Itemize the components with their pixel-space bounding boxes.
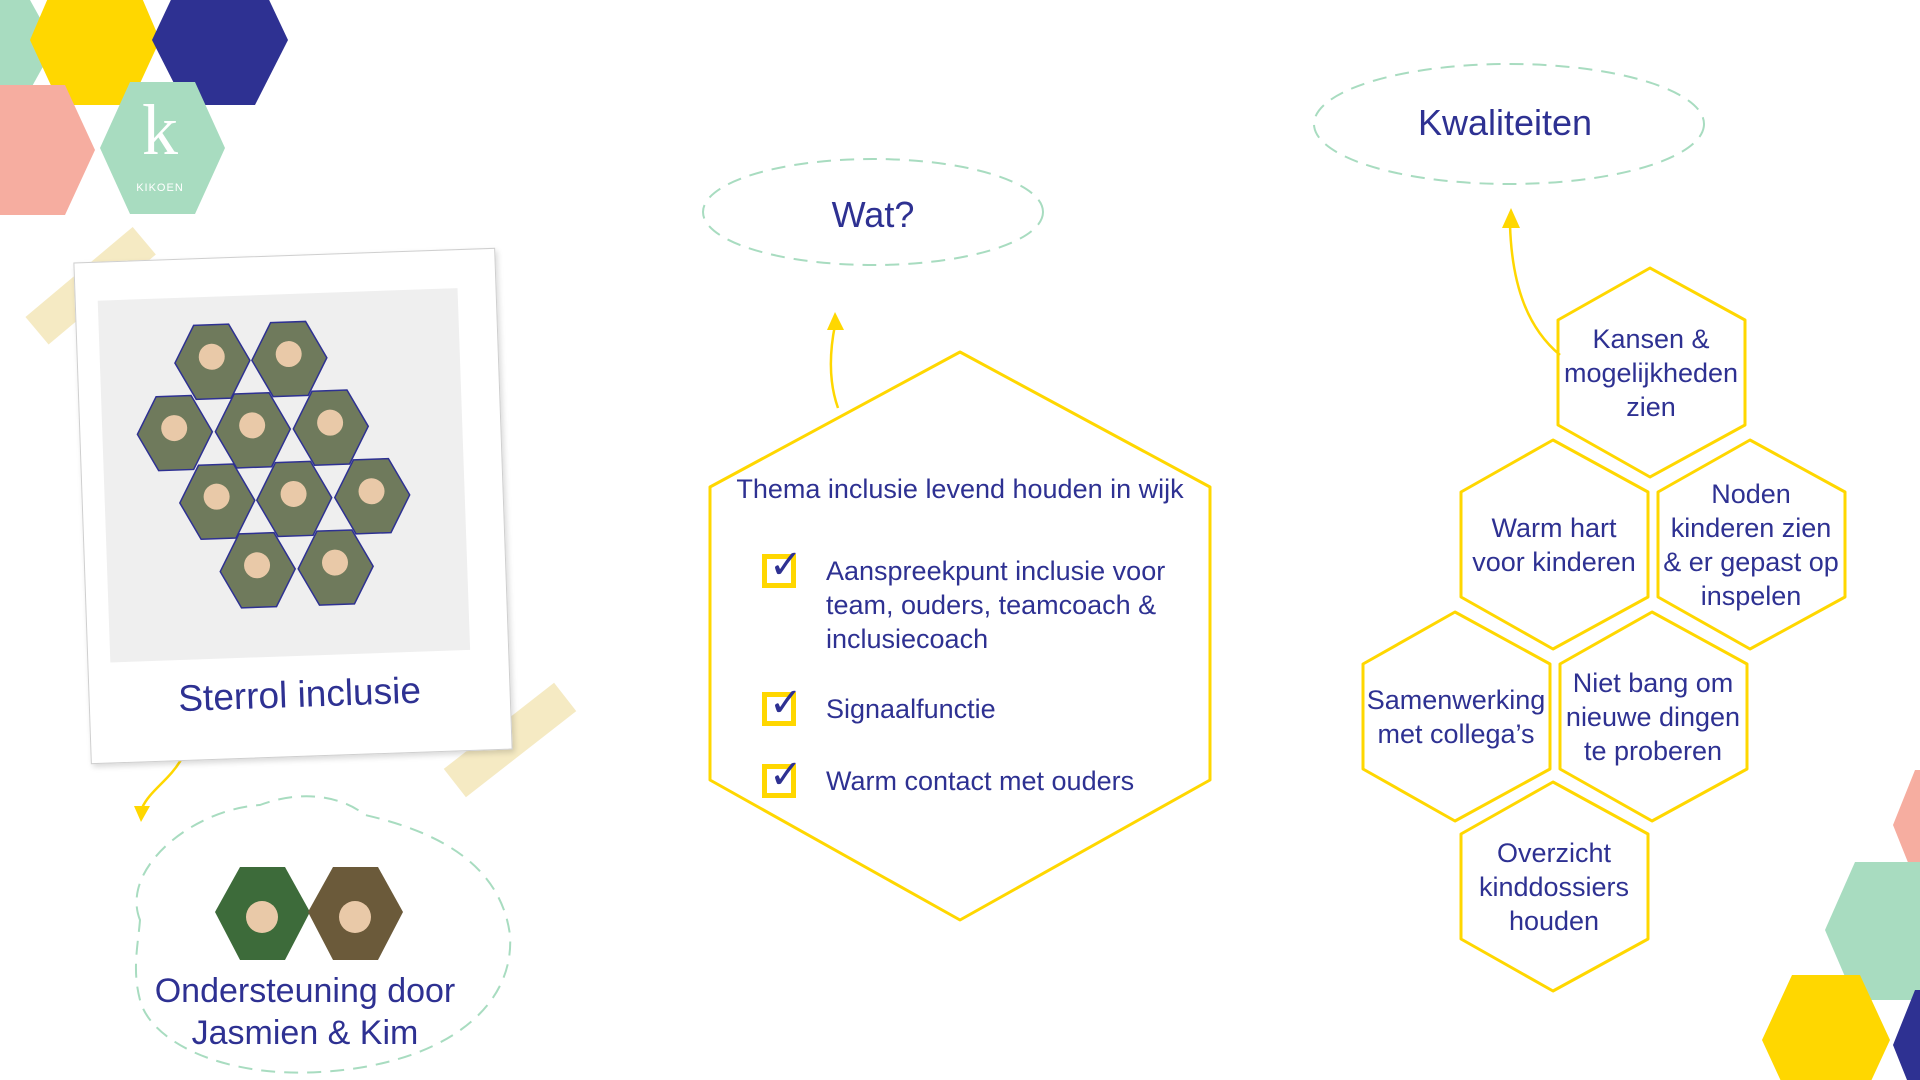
decor-hex-mint-br <box>1825 862 1920 1000</box>
polaroid-card: Sterrol inclusie <box>73 247 513 765</box>
support-line-2: Jasmien & Kim <box>191 1014 419 1052</box>
kwaliteiten-cloud <box>1313 63 1705 185</box>
wat-item-2: ✓ Signaalfunctie <box>762 683 1166 726</box>
wat-cloud <box>702 158 1044 266</box>
arrow-head-wat <box>827 312 844 330</box>
decor-hex-salmon-br <box>1893 770 1920 880</box>
wat-intro: Thema inclusie levend houden in wijk <box>736 474 1184 504</box>
checkbox-icon: ✓ <box>762 545 803 588</box>
wat-item-text: Signaalfunctie <box>826 694 996 724</box>
decor-hex-yellow-br <box>1762 975 1890 1080</box>
arrow-head-kwaliteiten <box>1502 208 1520 228</box>
quality-hex-2 <box>1459 438 1650 651</box>
quality-label-3: Noden kinderen zien & er gepast op inspe… <box>1663 479 1839 611</box>
wat-heading: Wat? <box>831 194 915 235</box>
logo-letter: k <box>142 90 178 170</box>
quality-hex-1 <box>1556 266 1747 479</box>
decor-hex-salmon <box>0 85 95 215</box>
wat-item-1: ✓ Aanspreekpunt inclusie voor team, oude… <box>762 545 1166 656</box>
polaroid-caption: Sterrol inclusie <box>177 669 422 720</box>
support-line-1: Ondersteuning door <box>154 972 456 1010</box>
team-photo <box>97 288 471 663</box>
quality-hex-4 <box>1361 610 1552 823</box>
quality-hex-3 <box>1656 438 1847 651</box>
wat-hexagon <box>708 350 1212 922</box>
decor-hex-navy-br <box>1893 990 1920 1080</box>
quality-hex-6 <box>1459 780 1650 993</box>
quality-label-2: Warm hart voor kinderen <box>1472 512 1636 577</box>
logo-name: KIKOEN <box>136 182 184 194</box>
support-photos <box>215 867 403 960</box>
team-hex-collage <box>136 320 411 609</box>
quality-label-1: Kansen & mogelijkheden zien <box>1563 323 1739 422</box>
arrow-kwaliteiten <box>1508 224 1561 356</box>
decor-hex-yellow <box>30 0 160 105</box>
decor-hex-navy <box>152 0 288 105</box>
checkbox-icon: ✓ <box>762 683 803 726</box>
quality-label-4: Samenwerking met collega’s <box>1366 684 1546 749</box>
wat-item-text: Warm contact met ouders <box>826 766 1135 796</box>
support-cloud <box>134 795 512 1074</box>
kwaliteiten-heading: Kwaliteiten <box>1417 102 1593 143</box>
arrow-polaroid-to-support <box>140 757 184 809</box>
arrow-head-support <box>134 806 150 822</box>
logo-hex <box>100 82 225 214</box>
wat-item-text: Aanspreekpunt inclusie voor team, ouders… <box>826 556 1166 654</box>
checkbox-icon: ✓ <box>762 755 803 798</box>
arrow-wat <box>829 324 840 409</box>
quality-label-6: Overzicht kinddossiers houden <box>1478 837 1630 936</box>
quality-label-5: Niet bang om nieuwe dingen te proberen <box>1565 667 1741 766</box>
quality-hex-5 <box>1558 610 1749 823</box>
wat-item-3: ✓ Warm contact met ouders <box>762 755 1166 798</box>
